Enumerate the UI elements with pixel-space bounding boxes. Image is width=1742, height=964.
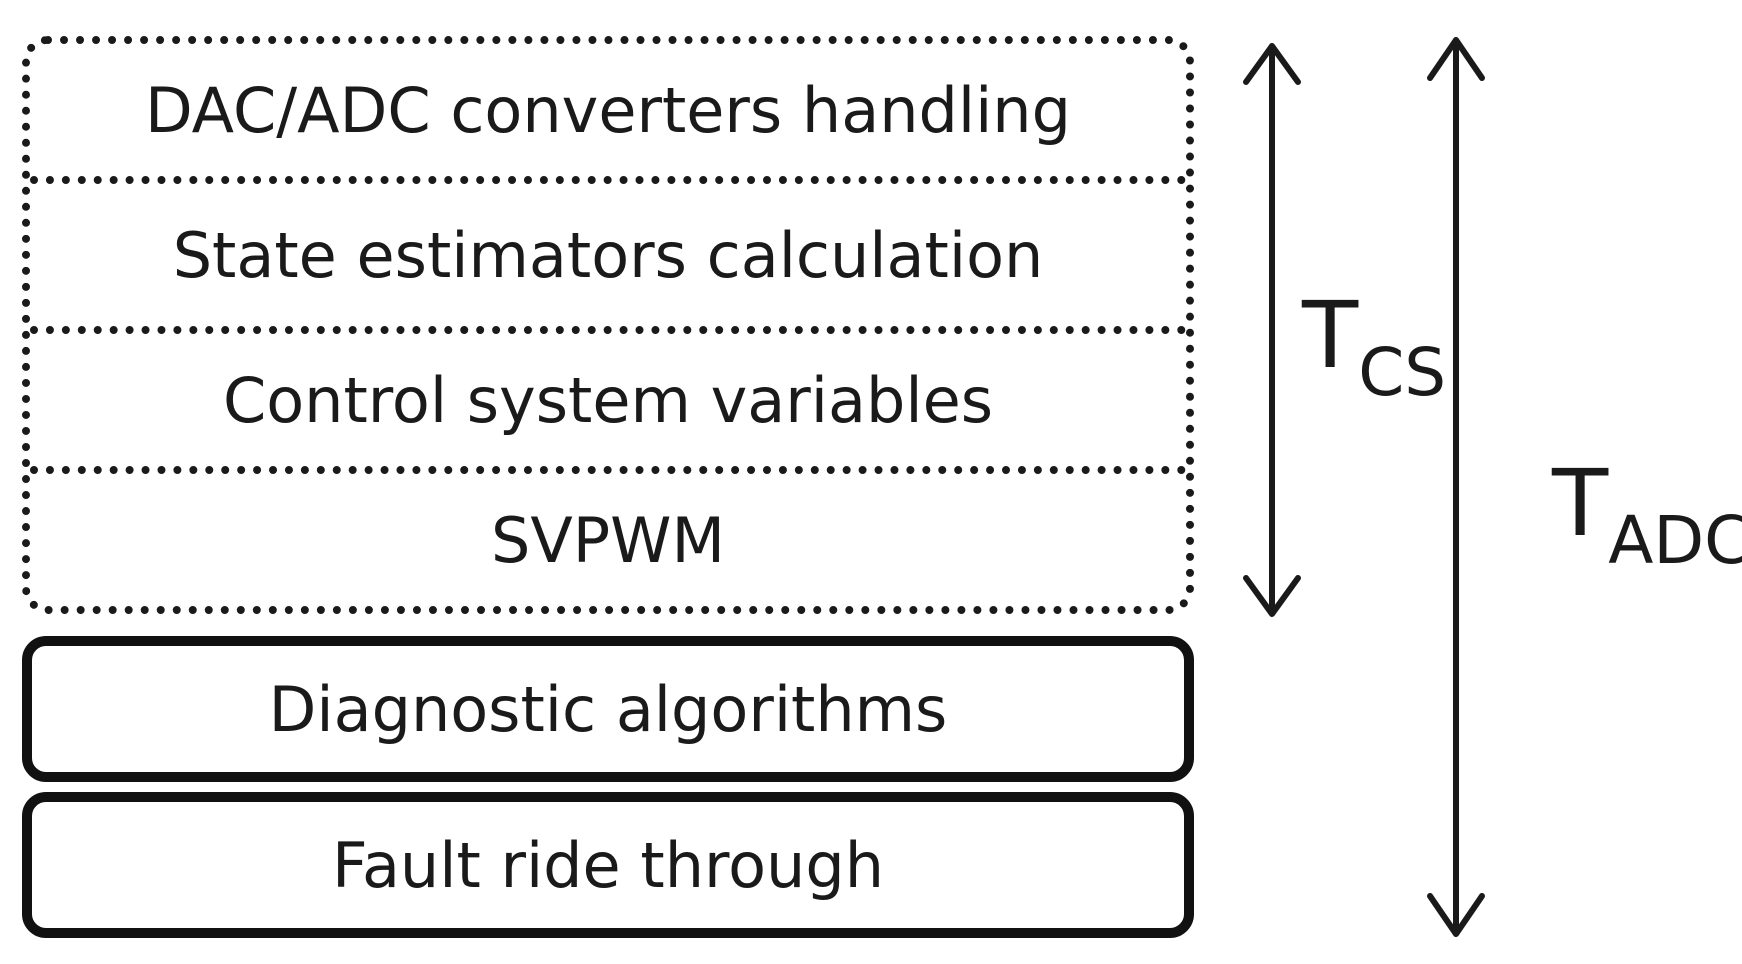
- separator-1: [30, 176, 1186, 184]
- block-state-estimators-label: State estimators calculation: [172, 218, 1044, 292]
- tcs-arrow: [1243, 43, 1301, 617]
- tadc-label-sub: ADC: [1608, 502, 1742, 579]
- tcs-label-main: T: [1302, 282, 1359, 389]
- block-control-variables: Control system variables: [22, 334, 1194, 466]
- tadc-label-main: T: [1552, 450, 1609, 557]
- block-diagnostic-label: Diagnostic algorithms: [268, 672, 948, 746]
- block-dac-adc-label: DAC/ADC converters handling: [145, 73, 1071, 147]
- tadc-label: TADC: [1552, 450, 1742, 579]
- tcs-label: TCS: [1302, 282, 1446, 411]
- block-fault-ride-through: Fault ride through: [22, 792, 1194, 938]
- control-loop-group: [22, 36, 1194, 614]
- tadc-arrow: [1427, 37, 1485, 937]
- block-state-estimators: State estimators calculation: [22, 184, 1194, 326]
- block-fault-ride-label: Fault ride through: [331, 828, 885, 902]
- separator-2: [30, 326, 1186, 334]
- separator-3: [30, 466, 1186, 474]
- block-control-variables-label: Control system variables: [222, 363, 994, 437]
- block-svpwm: SVPWM: [22, 474, 1194, 606]
- tcs-label-sub: CS: [1358, 334, 1447, 411]
- block-svpwm-label: SVPWM: [491, 503, 725, 577]
- block-dac-adc-handling: DAC/ADC converters handling: [22, 44, 1194, 176]
- block-diagnostic-algorithms: Diagnostic algorithms: [22, 636, 1194, 782]
